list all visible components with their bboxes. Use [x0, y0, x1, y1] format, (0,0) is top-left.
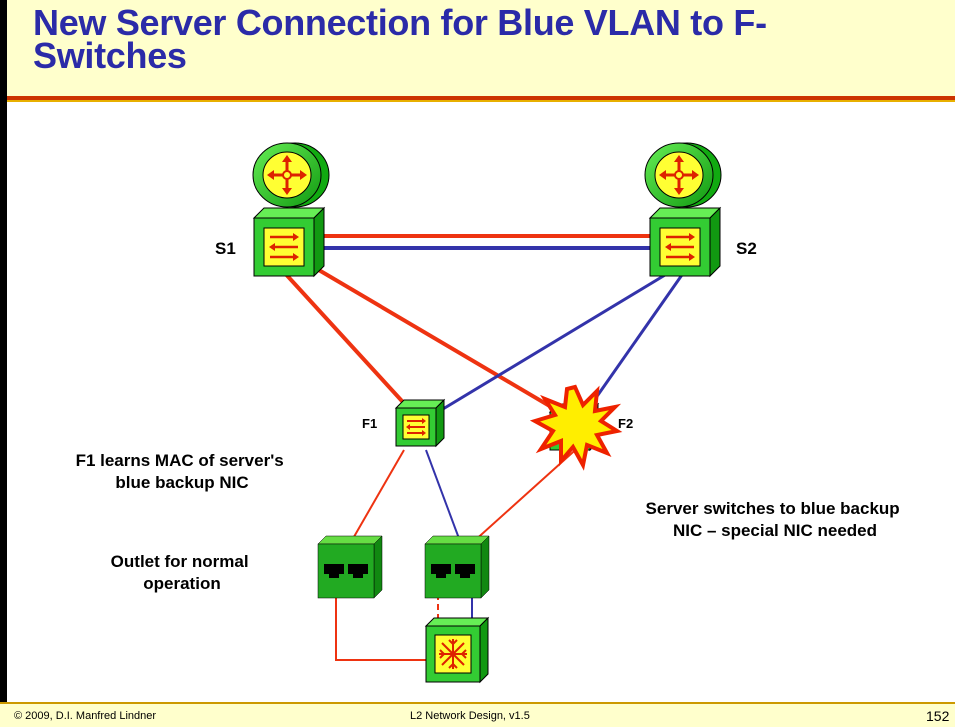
annotation-server-switches: Server switches to blue backup NIC – spe…	[646, 499, 905, 540]
switch-icon	[648, 206, 722, 278]
outlet-icon	[317, 535, 383, 599]
title-bar: New Server Connection for Blue VLAN to F…	[0, 0, 955, 98]
router-icon	[644, 142, 722, 208]
footer-copyright: © 2009, D.I. Manfred Lindner	[14, 710, 157, 722]
link-outlet1-server-red	[335, 574, 428, 661]
server-icon	[424, 616, 490, 684]
switch-icon	[394, 398, 446, 448]
switch-icon	[252, 206, 326, 278]
footer-course: L2 Network Design, v1.5	[410, 710, 530, 722]
label-s1: S1	[215, 239, 236, 258]
outlet-icon	[424, 535, 490, 599]
title-rule-accent	[0, 100, 955, 102]
label-f2: F2	[618, 416, 633, 431]
annotation-f1-learns-line2: blue backup NIC	[115, 473, 248, 492]
link-s2-f2-blue	[584, 271, 686, 413]
annotation-f1-learns: F1 learns MAC of server's blue backup NI…	[76, 451, 289, 492]
label-f1: F1	[362, 416, 377, 431]
annotation-server-switches-line1: Server switches to blue backup	[646, 499, 900, 518]
footer-page-number: 152	[926, 708, 950, 724]
link-s1-f2-red	[310, 264, 572, 420]
annotation-outlet: Outlet for normal operation	[111, 552, 254, 593]
left-border	[0, 0, 7, 725]
annotation-outlet-line1: Outlet for normal	[111, 552, 249, 571]
page-title: New Server Connection for Blue VLAN to F…	[33, 2, 933, 76]
annotation-server-switches-line2: NIC – special NIC needed	[673, 521, 877, 540]
explosion-icon	[529, 384, 623, 471]
annotation-f1-learns-line1: F1 learns MAC of server's	[76, 451, 284, 470]
footer: © 2009, D.I. Manfred Lindner L2 Network …	[0, 702, 955, 727]
label-s2: S2	[736, 239, 757, 258]
link-s1-f1-red	[280, 268, 414, 414]
title-rule	[0, 96, 955, 100]
link-s2-f1-blue	[437, 270, 671, 414]
title-line-2: Switches	[33, 35, 187, 76]
title-line-1: New Server Connection for Blue VLAN to F…	[33, 2, 767, 43]
router-icon	[252, 142, 330, 208]
annotation-outlet-line2: operation	[143, 574, 220, 593]
